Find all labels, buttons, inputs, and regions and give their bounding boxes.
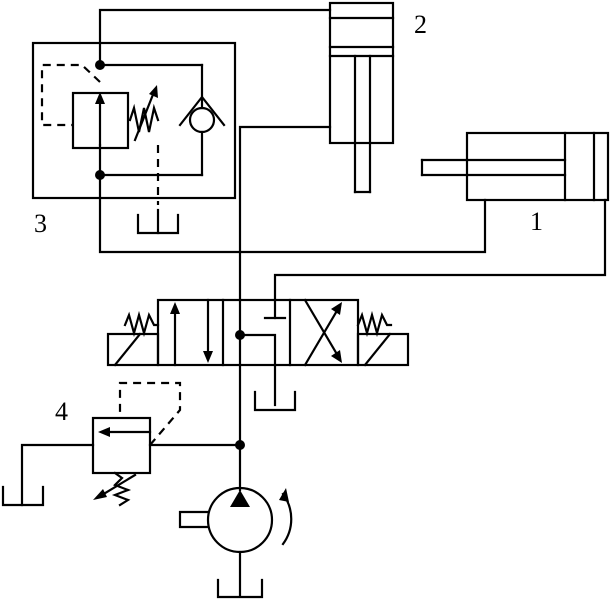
cylinder-2 xyxy=(328,1,395,194)
right-envelope-arrow-cross-2 xyxy=(303,307,340,367)
pump-tank xyxy=(216,578,264,599)
pump-rotation-arrowhead xyxy=(279,488,289,502)
center-envelope-tandem xyxy=(238,333,277,367)
relief-valve-arrowhead xyxy=(98,427,110,437)
label-valve-block-3: 3 xyxy=(34,209,47,238)
solenoid-right-diagonal xyxy=(363,332,392,367)
adjustable-spring-3 xyxy=(128,103,160,133)
adjust-arrow-4 xyxy=(100,473,137,497)
relief-valve-body xyxy=(91,416,152,475)
valve-block-3-frame xyxy=(31,41,237,200)
left-envelope-arrowhead-down xyxy=(203,351,213,363)
adjust-arrow-3 xyxy=(133,90,156,142)
return-tank xyxy=(253,390,297,412)
junction-dot xyxy=(235,440,245,450)
sequence-valve-arrowhead xyxy=(95,92,105,104)
left-envelope-arrowhead-up xyxy=(170,302,180,314)
right-envelope-arrowhead-cross-2 xyxy=(331,302,342,315)
pipe-to-cylinder-1 xyxy=(98,173,487,254)
label-cylinder-2: 2 xyxy=(414,10,427,39)
label-cylinder-1: 1 xyxy=(530,207,543,236)
spring-right xyxy=(356,310,393,338)
valve-spool-body xyxy=(156,298,360,367)
relief-tank xyxy=(1,485,45,507)
right-envelope-arrowhead-cross-1 xyxy=(331,350,342,363)
valve-block-3 xyxy=(31,41,237,235)
solenoid-right xyxy=(356,332,410,367)
adjust-arrowhead-3 xyxy=(149,85,158,98)
relief-valve-4 xyxy=(1,381,182,507)
pilot-line-4 xyxy=(118,381,182,446)
relief-valve-drain xyxy=(20,443,95,507)
spring-left xyxy=(123,310,160,338)
adjust-arrowhead-4 xyxy=(93,489,107,500)
label-relief-valve-4: 4 xyxy=(55,397,68,426)
pump-shaft xyxy=(178,510,210,529)
cylinder-2-barrel xyxy=(328,1,395,145)
right-envelope-arrow-cross-1 xyxy=(303,298,340,358)
pipe-cylinder-2-to-valve xyxy=(238,125,332,302)
adjustable-spring-4 xyxy=(111,471,132,507)
directional-valve xyxy=(106,298,410,367)
cylinder-1-barrel xyxy=(465,131,610,202)
pump xyxy=(178,486,293,599)
check-valve-ball xyxy=(188,106,216,134)
cylinder-1 xyxy=(420,131,610,202)
solenoid-left xyxy=(106,332,160,367)
solenoid-left-diagonal xyxy=(113,332,142,367)
pipe-network xyxy=(98,8,607,492)
pipe-cylinder-1-to-valve xyxy=(273,198,607,302)
pilot-line-3 xyxy=(40,63,101,127)
pump-direction-triangle xyxy=(230,490,250,507)
pipe-to-cylinder-2-cap xyxy=(98,8,332,67)
check-valve-seat xyxy=(178,95,226,127)
